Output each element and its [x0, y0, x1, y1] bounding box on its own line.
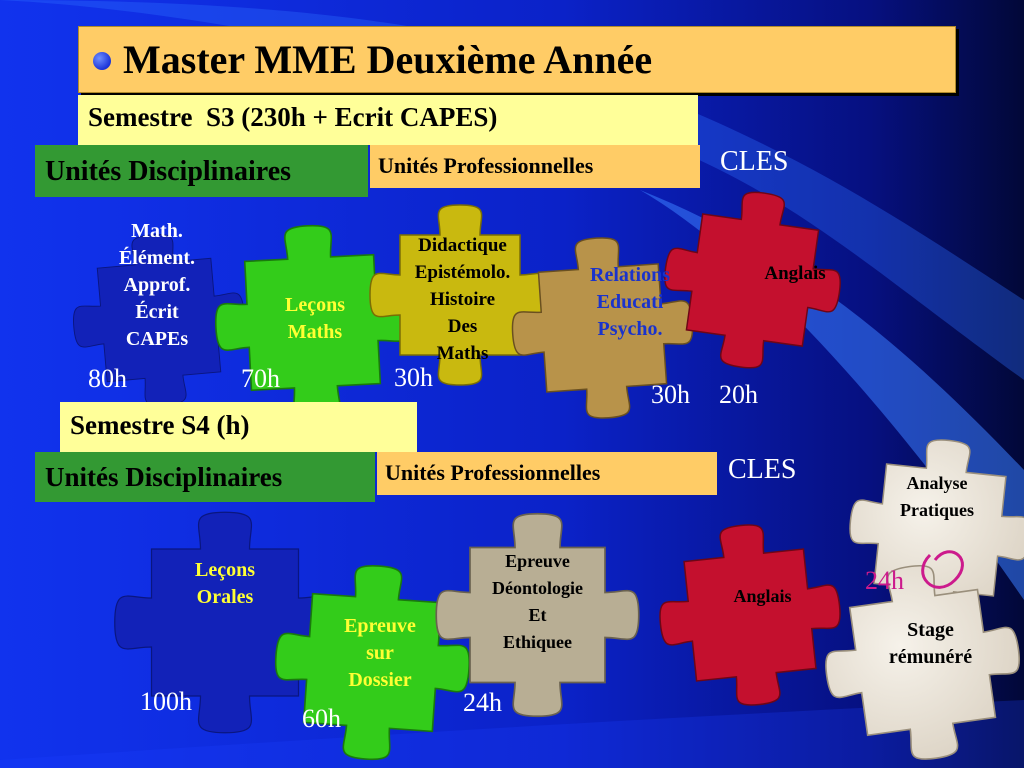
s3-hours-lecons: 70h: [241, 364, 280, 393]
s3-disciplinaires-header: Unités Disciplinaires: [35, 145, 368, 197]
slide-title: Master MME Deuxième Année: [123, 37, 653, 82]
s4-hours-dossier: 60h: [302, 704, 341, 733]
s4-cles-label: CLES: [728, 454, 797, 485]
s4-hours-analyse: 24h: [865, 566, 904, 595]
s3-disciplinaires-label: Unités Disciplinaires: [45, 156, 292, 187]
s4-piece-anglais-label: Anglais: [733, 586, 792, 606]
semester-s4-label: Semestre S4 (h): [70, 410, 250, 440]
title-bar: Master MME Deuxième Année: [78, 26, 956, 93]
s4-hours-deontologie: 24h: [463, 688, 502, 717]
semester-s3-label: Semestre S3 (230h + Ecrit CAPES): [88, 102, 498, 132]
s3-piece-anglais-label: Anglais: [764, 263, 826, 284]
s4-professionnelles-header: Unités Professionnelles: [377, 452, 717, 495]
s4-professionnelles-label: Unités Professionnelles: [385, 460, 601, 485]
s3-hours-didactique: 30h: [394, 363, 433, 392]
s3-professionnelles-label: Unités Professionnelles: [378, 153, 594, 178]
s4-hours-lecons-orales: 100h: [140, 687, 192, 716]
semester-s4-header: Semestre S4 (h): [60, 402, 417, 452]
s4-disciplinaires-label: Unités Disciplinaires: [45, 462, 283, 492]
s4-disciplinaires-header: Unités Disciplinaires: [35, 452, 375, 502]
semester-s3-header: Semestre S3 (230h + Ecrit CAPES): [78, 95, 698, 145]
s3-professionnelles-header: Unités Professionnelles: [370, 145, 700, 188]
s3-hours-math: 80h: [88, 364, 127, 393]
s3-hours-relations: 30h: [651, 380, 690, 409]
s3-hours-anglais: 20h: [719, 380, 758, 409]
bullet-icon: [93, 52, 111, 70]
s3-cles-label: CLES: [720, 146, 789, 177]
